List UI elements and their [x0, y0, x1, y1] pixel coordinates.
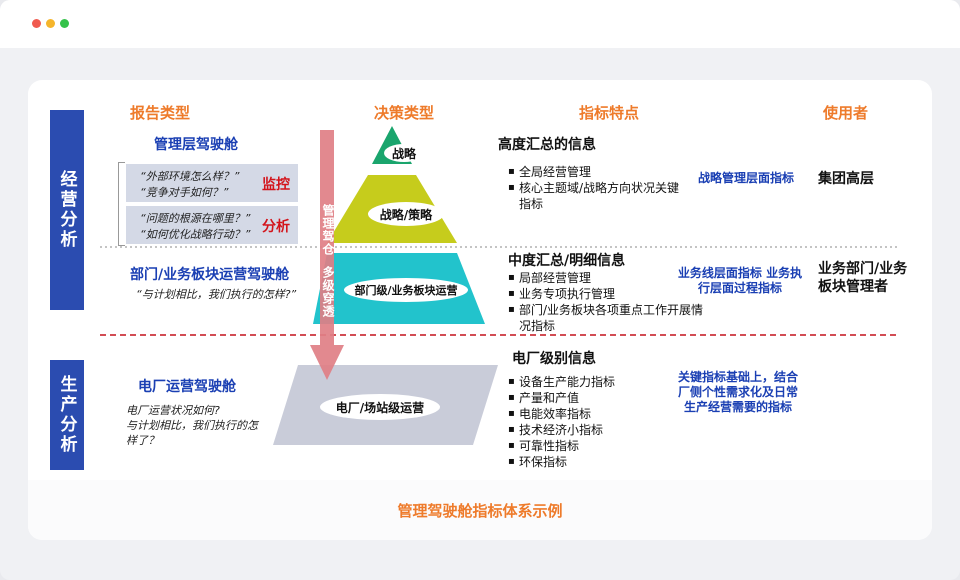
user-dept: 业务部门/业务板块管理者 — [818, 261, 908, 295]
oval-level-1: 战略 — [384, 144, 424, 162]
close-window-button[interactable] — [32, 19, 41, 28]
monitor-question-1: “外部环境怎么样？” — [140, 170, 240, 183]
list-item: 部门/业务板块各项重点工作开展情况指标 — [508, 302, 708, 334]
feature-high-title: 高度汇总的信息 — [498, 137, 596, 153]
bracket — [118, 162, 125, 246]
divider-lines — [100, 246, 900, 336]
list-item: 可靠性指标 — [508, 438, 668, 454]
list-item: 全局经营管理 — [508, 164, 688, 180]
header-report-type: 报告类型 — [130, 104, 191, 122]
header-users: 使用者 — [823, 104, 869, 122]
diagram-slide: 报告类型 决策类型 指标特点 使用者 经营分析 生产分析 管理层驾驶舱 “外部环… — [28, 80, 932, 540]
feature-plant-list: 设备生产能力指标 产量和产值 电能效率指标 技术经济小指标 可靠性指标 环保指标 — [508, 374, 668, 470]
monitor-label: 监控 — [262, 177, 290, 193]
analysis-question-2: “如何优化战略行动？” — [140, 228, 251, 241]
feature-high-list: 全局经营管理 核心主题域/战略方向状况关键指标 — [508, 164, 688, 212]
list-item: 技术经济小指标 — [508, 422, 668, 438]
indicator-key: 关键指标基础上，结合厂侧个性需求化及日常生产经营需要的指标 — [677, 370, 798, 414]
header-decision-type: 决策类型 — [374, 104, 435, 122]
user-group: 集团高层 — [818, 171, 874, 187]
feature-mid-list: 局部经营管理 业务专项执行管理 部门/业务板块各项重点工作开展情况指标 — [508, 270, 708, 334]
arrow-label-penetration: 多级穿透 — [321, 266, 335, 318]
department-cockpit-quote: “与计划相比，我们执行的怎样?” — [136, 288, 297, 301]
oval-level-4: 电厂/场站级运营 — [320, 394, 440, 420]
maximize-window-button[interactable] — [60, 19, 69, 28]
monitor-question-2: “竞争对手如何？” — [140, 186, 229, 199]
list-item: 设备生产能力指标 — [508, 374, 668, 390]
plant-quote-line-3: 样了？ — [126, 434, 159, 447]
drill-down-arrow — [310, 130, 344, 380]
oval-level-3: 部门级/业务板块运营 — [344, 278, 468, 302]
list-item: 业务专项执行管理 — [508, 286, 708, 302]
header-indicator-features: 指标特点 — [579, 104, 640, 122]
management-cockpit-title: 管理层驾驶舱 — [154, 137, 238, 153]
feature-mid-title: 中度汇总/明细信息 — [508, 253, 626, 269]
list-item: 产量和产值 — [508, 390, 668, 406]
oval-level-2: 战略/策略 — [368, 202, 444, 226]
list-item: 环保指标 — [508, 454, 668, 470]
department-cockpit-title: 部门/业务板块运营驾驶舱 — [130, 267, 290, 283]
analysis-question-1: “问题的根源在哪里？” — [140, 212, 251, 225]
feature-plant-title: 电厂级别信息 — [512, 351, 596, 367]
side-label-production: 生产分析 — [50, 360, 84, 470]
list-item: 核心主题域/战略方向状况关键指标 — [508, 180, 688, 212]
arrow-label-management: 管理驾仓 — [321, 204, 335, 256]
indicator-strategic: 战略管理层面指标 — [697, 171, 794, 185]
footer-band — [28, 480, 932, 540]
plant-quote-line-2: 与计划相比，我们执行的怎 — [126, 419, 258, 432]
title-bar — [0, 0, 960, 48]
side-label-operation: 经营分析 — [50, 110, 84, 310]
list-item: 电能效率指标 — [508, 406, 668, 422]
analysis-box: “问题的根源在哪里？” “如何优化战略行动？” 分析 — [126, 206, 298, 244]
minimize-window-button[interactable] — [46, 19, 55, 28]
indicator-business-line: 业务线层面指标 业务执行层面过程指标 — [677, 266, 803, 295]
list-item: 局部经营管理 — [508, 270, 708, 286]
analysis-label: 分析 — [262, 219, 290, 235]
plant-cockpit-title: 电厂运营驾驶舱 — [138, 379, 236, 395]
plant-quote-line-1: 电厂运营状况如何? — [126, 404, 220, 417]
diagram-caption: 管理驾驶舱指标体系示例 — [397, 502, 563, 520]
monitor-box: “外部环境怎么样？” “竞争对手如何？” 监控 — [126, 164, 298, 202]
